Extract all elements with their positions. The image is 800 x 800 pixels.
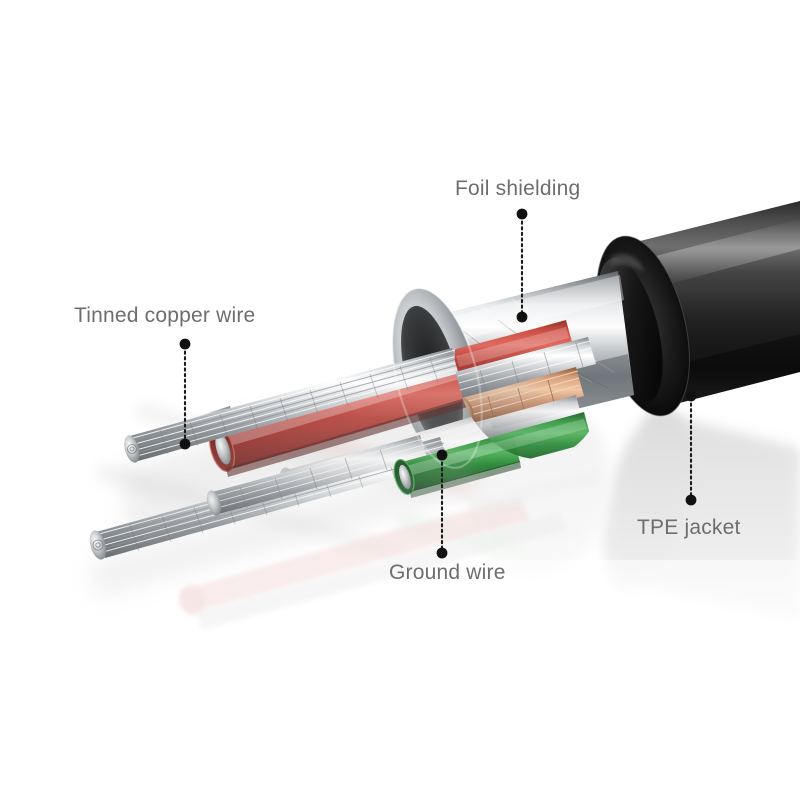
dot-foil-top xyxy=(516,208,528,220)
callout-endpoint-dots xyxy=(179,208,697,559)
dot-tinned-target xyxy=(179,438,191,450)
label-foil-shielding: Foil shielding xyxy=(455,177,581,200)
dot-ground-target xyxy=(436,449,448,461)
strand-end-face-lower xyxy=(89,530,107,560)
reflection-fade-wash xyxy=(0,560,800,800)
dot-tpe-bottom xyxy=(685,494,697,506)
label-ground-wire: Ground wire xyxy=(389,561,506,584)
strand-end-face xyxy=(124,435,140,463)
tinned-copper-strand-upper xyxy=(124,348,460,463)
dot-tpe-target xyxy=(685,390,697,402)
callout-leaders xyxy=(183,214,693,553)
dot-tinned-top xyxy=(179,338,191,350)
reflection-red-ghost xyxy=(178,496,530,615)
dot-foil-target xyxy=(516,311,528,323)
dot-ground-bottom xyxy=(436,547,448,559)
label-tpe-jacket: TPE jacket xyxy=(637,516,741,539)
contact-shadows xyxy=(90,360,540,598)
reflection-strand-ghost xyxy=(196,468,600,630)
label-tinned-copper-wire: Tinned copper wire xyxy=(74,304,256,327)
